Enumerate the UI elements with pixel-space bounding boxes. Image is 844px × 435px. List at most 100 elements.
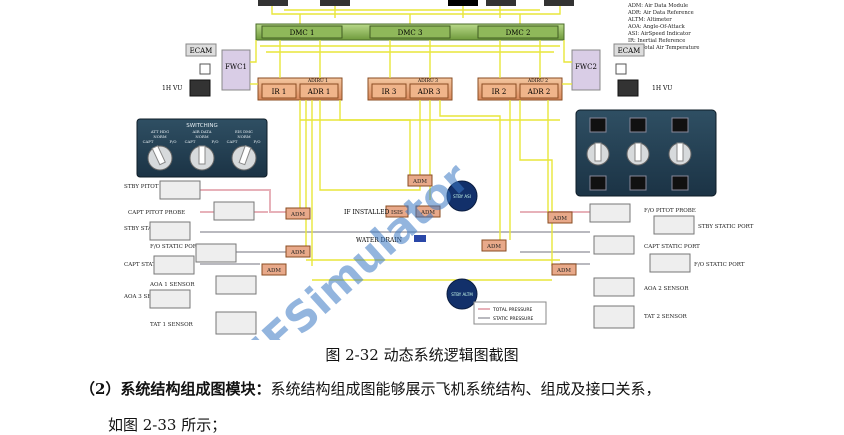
sensor-label: AOA 3 SENSOR bbox=[123, 294, 169, 300]
sensor-label: TAT 1 SENSOR bbox=[150, 322, 194, 328]
display-unit bbox=[258, 0, 288, 6]
sensor-photo bbox=[593, 305, 635, 329]
ir-1-label: IR 1 bbox=[272, 88, 287, 96]
adm-box bbox=[285, 245, 311, 258]
adirs-control-panel bbox=[575, 109, 717, 197]
sensor-photo bbox=[149, 289, 191, 309]
ir-2-label: IR 2 bbox=[492, 88, 507, 96]
knob-pointer bbox=[238, 145, 252, 166]
adm-box bbox=[407, 174, 433, 187]
pressure-legend: TOTAL PRESSURE STATIC PRESSURE bbox=[473, 301, 547, 325]
sensor-photo bbox=[195, 243, 237, 263]
legend-item: IR: Inertial Reference bbox=[628, 38, 685, 44]
stby-altm-label: STBY ALTM bbox=[451, 292, 473, 297]
vu-left-label: 1H VU bbox=[162, 85, 182, 92]
knob-pointer bbox=[198, 145, 206, 165]
adiru-2: ADIRU 2 IR 2 ADR 2 bbox=[477, 77, 563, 101]
adm-box bbox=[415, 205, 441, 218]
svg-text:NORM: NORM bbox=[153, 134, 166, 139]
vu-right-label: 1H VU bbox=[652, 85, 672, 92]
sensor-photo bbox=[649, 253, 691, 273]
sensor-label: CAPT PITOT PROBE bbox=[128, 210, 185, 216]
dmc-1-box bbox=[261, 25, 343, 39]
fwc1-box bbox=[221, 49, 251, 91]
display-unit bbox=[486, 0, 516, 6]
dmc-3-label: DMC 3 bbox=[398, 29, 423, 37]
svg-text:AIR DATA: AIR DATA bbox=[192, 129, 212, 134]
adm-label: ADM bbox=[412, 179, 427, 185]
svg-text:CAPT: CAPT bbox=[143, 139, 154, 144]
sensor-photo bbox=[153, 255, 195, 275]
switching-title: SWITCHING bbox=[186, 123, 218, 129]
adiru-2-label: ADIRU 2 bbox=[527, 78, 548, 84]
paragraph-text: 系统结构组成图能够展示飞机系统结构、组成及接口关系， bbox=[270, 380, 661, 398]
adm-label: ADM bbox=[556, 268, 571, 274]
isis-box bbox=[385, 205, 409, 218]
sensor-label: F/O STATIC PORT bbox=[694, 262, 745, 268]
legend-item: AOA: Angle-Of-Attack bbox=[627, 24, 686, 30]
sensor-photo bbox=[593, 235, 635, 255]
adm-box bbox=[551, 263, 577, 276]
water-drain-icon bbox=[414, 235, 426, 242]
isis-label: ISIS bbox=[391, 210, 403, 216]
adm-label: ADM bbox=[486, 244, 501, 250]
paragraph-section-2: （2）系统结构组成图模块：系统结构组成图能够展示飞机系统结构、组成及接口关系， bbox=[80, 378, 660, 399]
adiru-3: ADIRU 3 IR 3 ADR 3 bbox=[367, 77, 453, 101]
sensor-label: TAT 2 SENSOR bbox=[644, 314, 688, 320]
sensor-photo bbox=[589, 203, 631, 223]
fwc2-label: FWC2 bbox=[575, 63, 597, 71]
paragraph-continuation: 如图 2-33 所示； bbox=[108, 416, 227, 434]
dmc-2-box bbox=[477, 25, 559, 39]
legend-static-pressure: STATIC PRESSURE bbox=[493, 316, 533, 322]
stby-asi-label: STBY ASI bbox=[453, 194, 471, 199]
section-heading: （2）系统结构组成图模块： bbox=[80, 380, 271, 398]
sensor-photo bbox=[593, 277, 635, 297]
svg-text:NORM: NORM bbox=[195, 134, 208, 139]
legend-item: TAT: Total Air Temperature bbox=[628, 45, 700, 51]
svg-text:EIS DMC: EIS DMC bbox=[235, 129, 253, 134]
svg-text:F/O: F/O bbox=[169, 139, 176, 144]
adr-1-label: ADR 1 bbox=[307, 88, 331, 96]
adr-2-label: ADR 2 bbox=[527, 88, 551, 96]
switching-panel: SWITCHING ATT HDG NORM CAPT F/O AIR DATA… bbox=[136, 118, 268, 178]
sensor-photo bbox=[215, 311, 257, 335]
fwc1-label: FWC1 bbox=[225, 63, 247, 71]
svg-text:F/O: F/O bbox=[253, 139, 260, 144]
ir-3-label: IR 3 bbox=[382, 88, 397, 96]
ecam-left-label: ECAM bbox=[190, 47, 213, 55]
svg-text:NORM: NORM bbox=[237, 134, 250, 139]
adiru-3-label: ADIRU 3 bbox=[417, 78, 438, 84]
sensor-photo bbox=[159, 180, 201, 200]
display-unit bbox=[320, 0, 350, 6]
legend-item: ADM: Air Data Module bbox=[627, 3, 688, 9]
sensor-label: CAPT STATIC PORT bbox=[124, 262, 180, 268]
sensor-label: AOA 2 SENSOR bbox=[643, 286, 689, 292]
adm-box bbox=[285, 207, 311, 220]
legend-total-pressure: TOTAL PRESSURE bbox=[492, 307, 533, 313]
figure-caption: 图 2-32 动态系统逻辑图截图 bbox=[325, 346, 519, 364]
legend-item: ADR: Air Data Reference bbox=[627, 10, 694, 16]
stby-asi-gauge bbox=[446, 180, 478, 212]
sensor-label: CAPT STATIC PORT bbox=[644, 244, 700, 250]
adr-3-label: ADR 3 bbox=[417, 88, 441, 96]
legend-item: ALTM: Altimeter bbox=[627, 17, 672, 23]
vu-right-panel bbox=[617, 79, 639, 97]
dmc-1-label: DMC 1 bbox=[290, 29, 315, 37]
adiru-1-label: ADIRU 1 bbox=[307, 78, 328, 84]
ecam-left-box bbox=[185, 43, 217, 57]
abbreviation-legend: ADM: Air Data Module ADR: Air Data Refer… bbox=[627, 3, 700, 51]
adm-box bbox=[261, 263, 287, 276]
adm-label: ADM bbox=[290, 250, 305, 256]
dmc-2-label: DMC 2 bbox=[506, 29, 531, 37]
sensor-photo bbox=[215, 275, 257, 295]
air-data-logic-diagram: ADM: Air Data Module ADR: Air Data Refer… bbox=[123, 0, 754, 340]
ecam-right-box bbox=[613, 43, 645, 57]
display-unit bbox=[544, 0, 574, 6]
svg-text:ATT HDG: ATT HDG bbox=[150, 129, 169, 134]
speaker-icon bbox=[199, 63, 211, 75]
svg-text:CAPT: CAPT bbox=[227, 139, 238, 144]
vu-left-panel bbox=[189, 79, 211, 97]
adiru-1: ADIRU 1 IR 1 ADR 1 bbox=[257, 77, 343, 101]
svg-text:CAPT: CAPT bbox=[185, 139, 196, 144]
